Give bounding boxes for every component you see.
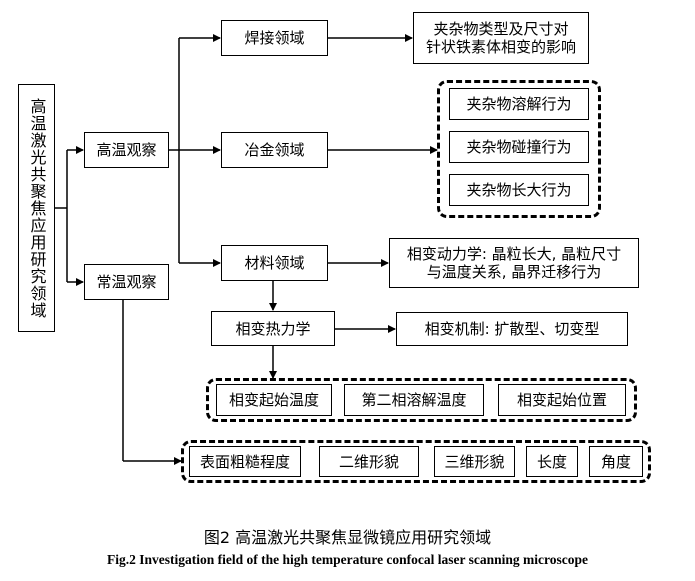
transformation-start-temp-box: 相变起始温度 — [216, 384, 332, 416]
thermo-items-group — [206, 378, 637, 422]
thermodynamics-label: 相变热力学 — [235, 319, 311, 338]
welding-detail-line-2: 针状铁素体相变的影响 — [425, 38, 576, 56]
materials-field-label: 材料领域 — [244, 254, 305, 272]
materials-field-box: 材料领域 — [221, 245, 328, 281]
surface-roughness-label: 表面粗糙程度 — [199, 452, 290, 471]
metallurgy-field-label: 冶金领域 — [244, 141, 305, 159]
metallurgy-field-box: 冶金领域 — [221, 132, 328, 168]
inclusion-growth-label: 夹杂物长大行为 — [466, 181, 572, 199]
room-temp-label: 常温观察 — [96, 273, 157, 291]
mechanism-label: 相变机制: 扩散型、切变型 — [424, 320, 600, 338]
angle-box: 角度 — [589, 446, 643, 477]
inclusion-dissolution-box: 夹杂物溶解行为 — [449, 88, 589, 120]
3d-morphology-box: 三维形貌 — [434, 446, 515, 477]
transformation-start-position-label: 相变起始位置 — [516, 391, 607, 409]
high-temp-label: 高温观察 — [96, 141, 157, 159]
inclusion-growth-box: 夹杂物长大行为 — [449, 174, 589, 206]
root-box: 高温激光共聚焦应用研究领域 — [18, 84, 55, 332]
inclusion-collision-label: 夹杂物碰撞行为 — [466, 138, 572, 156]
figure-caption-zh: 图2 高温激光共聚焦显微镜应用研究领域 — [203, 528, 492, 547]
welding-detail-box: 夹杂物类型及尺寸对 针状铁素体相变的影响 — [413, 12, 589, 64]
2d-morphology-label: 二维形貌 — [338, 452, 399, 471]
surface-roughness-box: 表面粗糙程度 — [189, 446, 301, 477]
inclusion-dissolution-label: 夹杂物溶解行为 — [466, 95, 572, 113]
high-temp-box: 高温观察 — [84, 132, 169, 168]
materials-detail-line-1: 相变动力学: 晶粒长大, 晶粒尺寸 — [406, 245, 622, 263]
welding-detail-line-1: 夹杂物类型及尺寸对 — [433, 20, 569, 38]
transformation-start-temp-label: 相变起始温度 — [228, 391, 319, 409]
room-temp-box: 常温观察 — [84, 264, 169, 300]
materials-detail-line-2: 与温度关系, 晶界迁移行为 — [426, 263, 602, 281]
second-phase-dissolution-temp-label: 第二相溶解温度 — [361, 391, 467, 409]
length-label: 长度 — [536, 452, 567, 471]
3d-morphology-label: 三维形貌 — [444, 452, 505, 471]
mechanism-box: 相变机制: 扩散型、切变型 — [396, 312, 628, 346]
2d-morphology-box: 二维形貌 — [319, 446, 419, 477]
welding-field-box: 焊接领域 — [221, 20, 328, 56]
inclusion-behavior-group — [437, 80, 601, 218]
second-phase-dissolution-temp-box: 第二相溶解温度 — [344, 384, 484, 416]
room-temp-items-group — [181, 440, 651, 483]
welding-field-label: 焊接领域 — [244, 29, 305, 47]
materials-detail-box: 相变动力学: 晶粒长大, 晶粒尺寸 与温度关系, 晶界迁移行为 — [389, 238, 639, 288]
thermodynamics-box: 相变热力学 — [211, 311, 335, 346]
transformation-start-position-box: 相变起始位置 — [498, 384, 626, 416]
angle-label: 角度 — [600, 452, 631, 471]
inclusion-collision-box: 夹杂物碰撞行为 — [449, 131, 589, 163]
length-box: 长度 — [526, 446, 578, 477]
figure-caption-en: Fig.2 Investigation field of the high te… — [106, 552, 589, 567]
root-label: 高温激光共聚焦应用研究领域 — [27, 97, 47, 319]
